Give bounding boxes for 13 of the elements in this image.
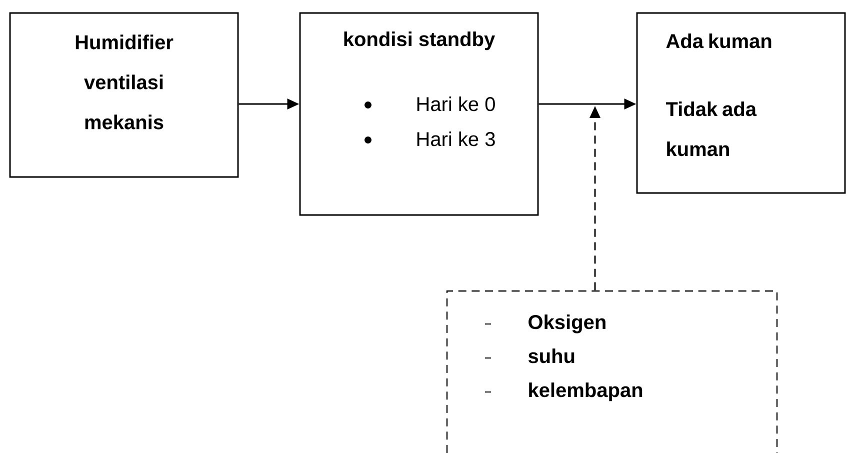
process-box [299, 12, 539, 216]
process-box [636, 12, 846, 194]
list-item: Oksigen [528, 314, 606, 334]
box-text: Tidak ada kuman [666, 102, 757, 156]
factor-box [446, 290, 778, 453]
process-box [9, 12, 239, 178]
list-item: Hari ke 3 [417, 132, 495, 146]
list-item: suhu [528, 348, 574, 364]
box-text: Ada kuman [666, 34, 772, 48]
list-item: Hari ke 0 [417, 96, 495, 112]
list-item: kelembapan [529, 382, 642, 402]
box-heading: kondisi standby [344, 32, 496, 50]
box-text: Humidifier ventilasi mekanis [76, 34, 174, 130]
